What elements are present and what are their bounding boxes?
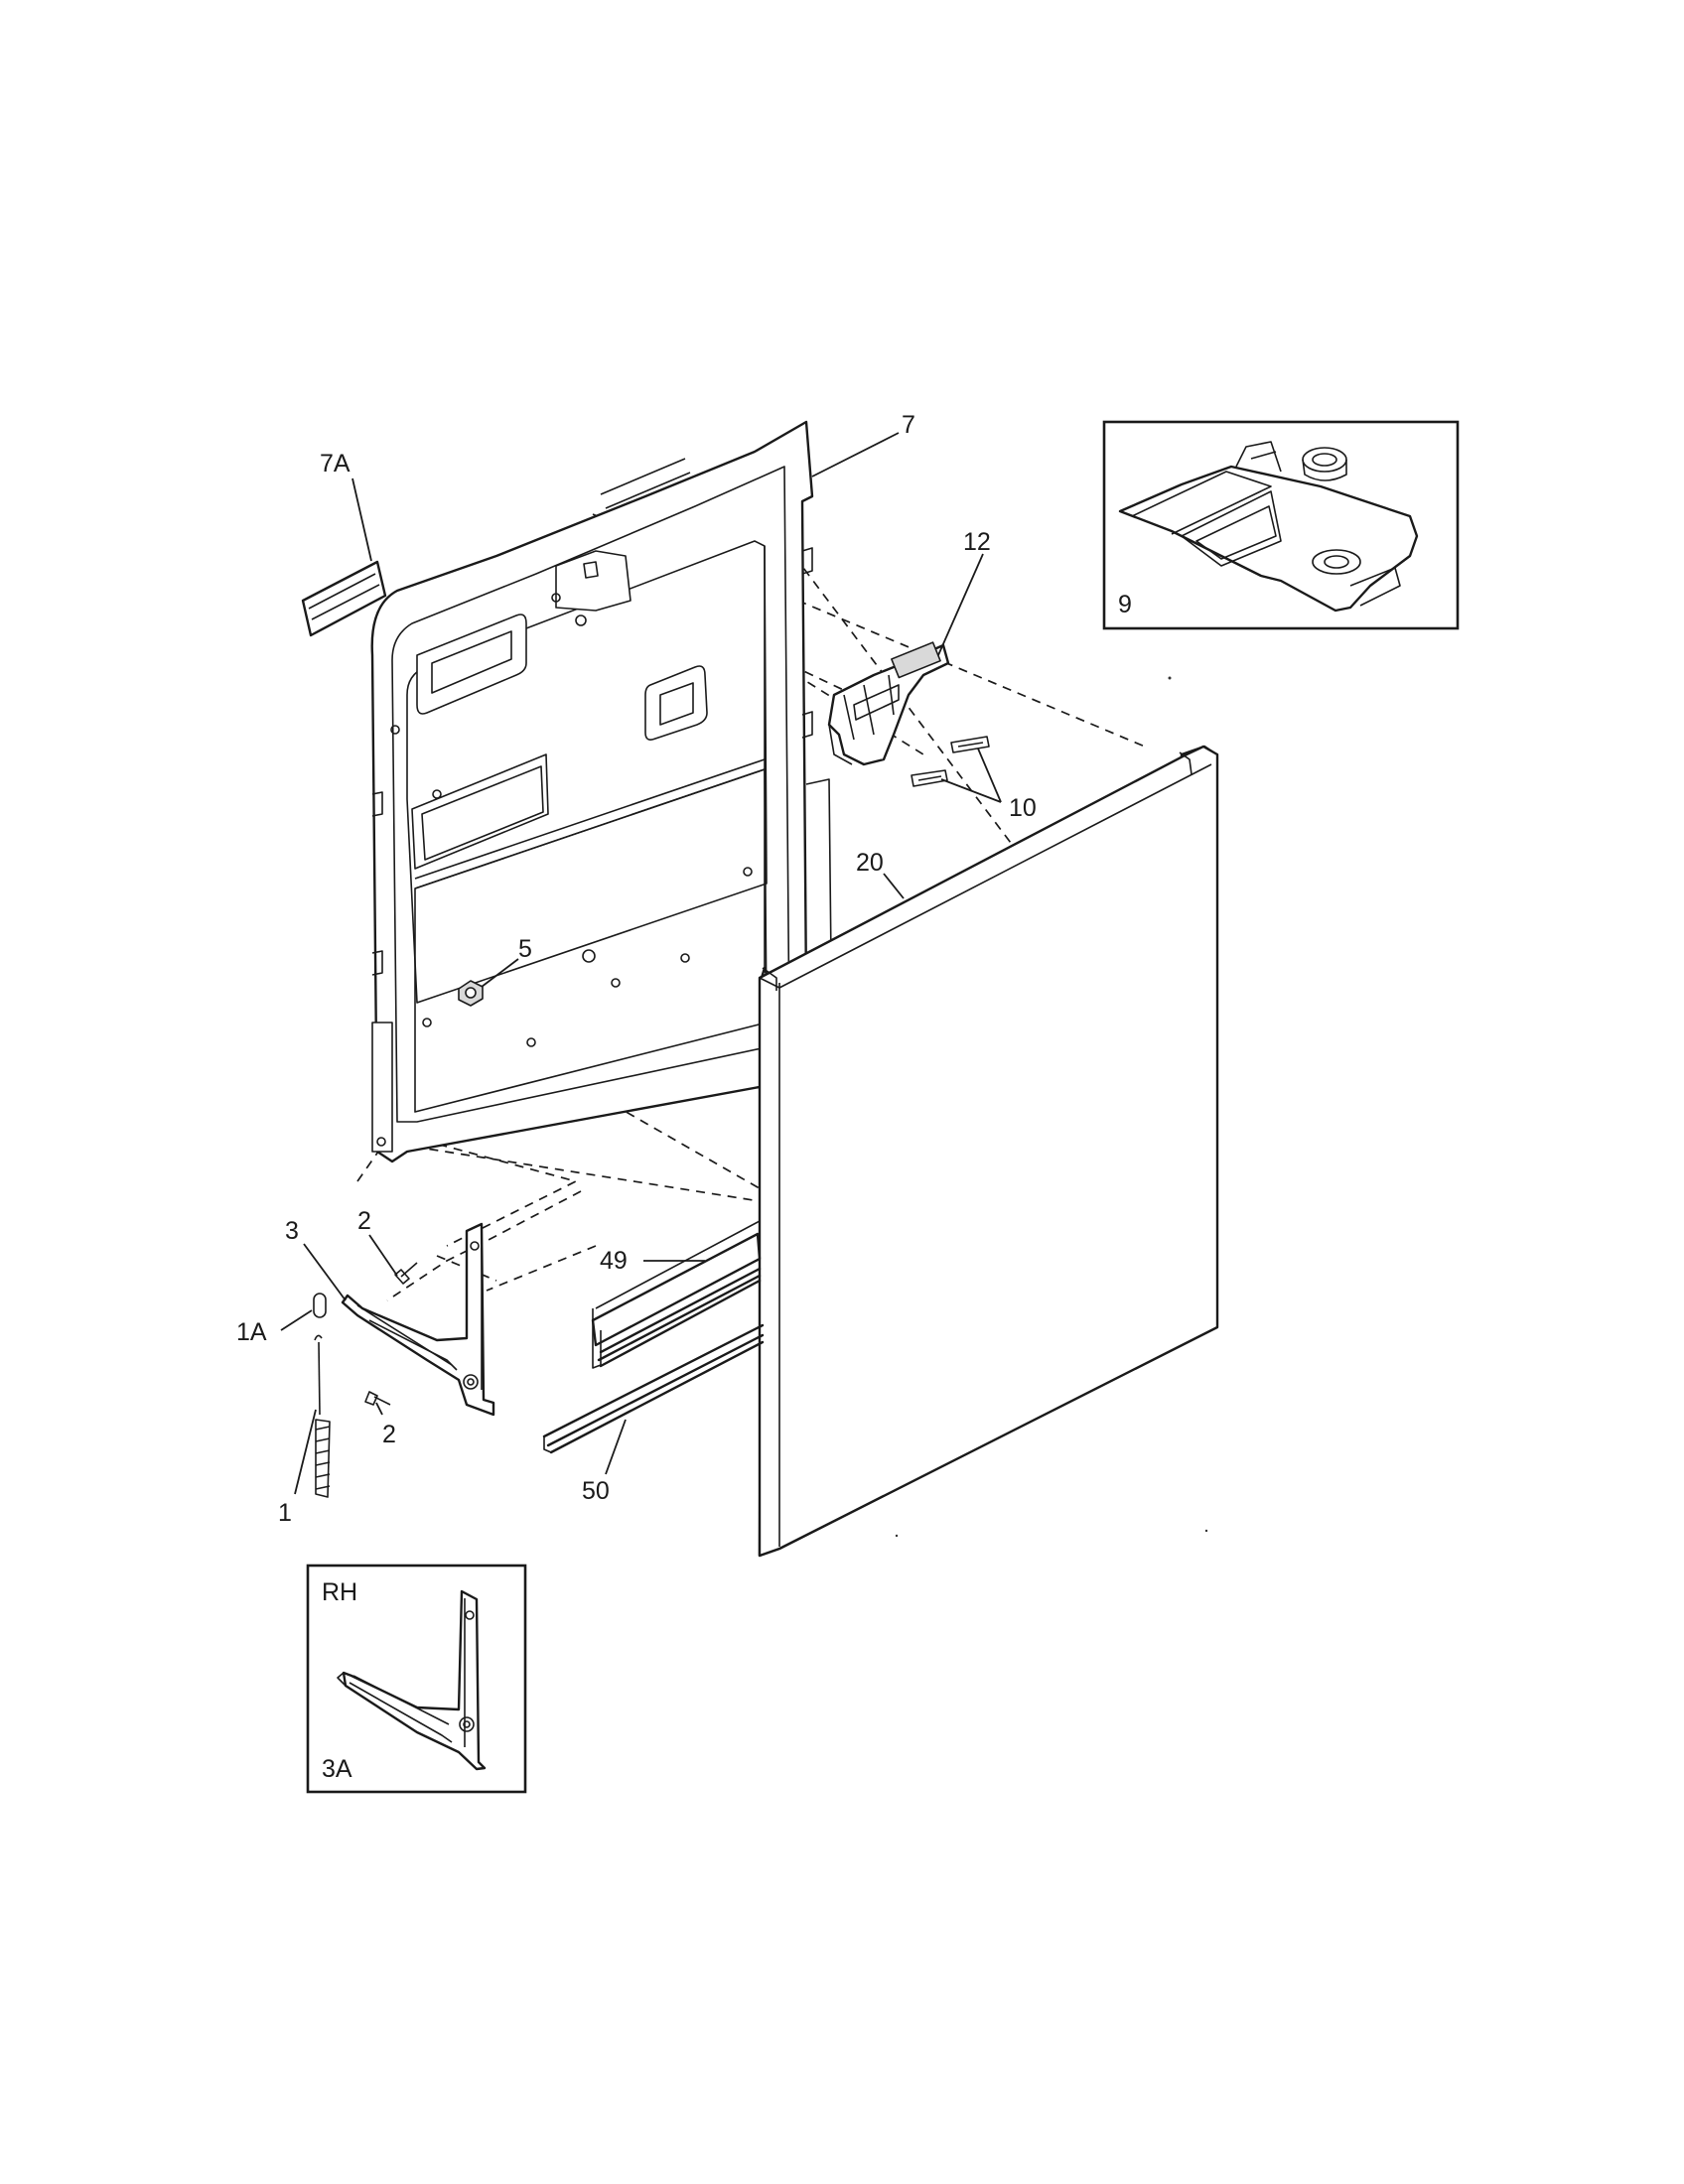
callout-12: 12 [963, 528, 991, 556]
bottom-trim-49 [591, 1220, 762, 1369]
inset-rh-hinge-box [306, 1564, 527, 1794]
label-plate [301, 560, 387, 637]
dispenser-assembly [1118, 441, 1419, 613]
hinge-screws [364, 1262, 418, 1406]
callout-3: 3 [285, 1217, 299, 1245]
callout-1: 1 [278, 1499, 292, 1527]
door-spring [314, 1334, 331, 1498]
callout-10: 10 [1009, 794, 1037, 822]
callout-1A: 1A [236, 1318, 267, 1346]
callout-2-lower: 2 [382, 1421, 396, 1448]
hinge-arm-rh [337, 1589, 487, 1771]
callout-49: 49 [600, 1247, 628, 1275]
scan-specks [895, 676, 1208, 1538]
callout-RH: RH [322, 1578, 357, 1606]
callout-labels: 7A 7 12 9 10 20 5 3 2 2 49 1A 1 50 RH 3A [236, 411, 1132, 1783]
callout-5: 5 [518, 935, 532, 963]
callout-7: 7 [902, 411, 915, 439]
callout-9: 9 [1118, 591, 1132, 618]
callout-20: 20 [856, 849, 884, 877]
spring-cap [313, 1293, 327, 1318]
inner-door-liner [370, 420, 834, 1163]
screws-10 [911, 736, 990, 787]
outer-door-panel [758, 745, 1219, 1558]
callout-2-upper: 2 [357, 1207, 371, 1235]
leader-lines [280, 432, 1002, 1495]
seal-strip-50 [542, 1323, 765, 1454]
callout-7A: 7A [320, 450, 351, 478]
door-latch [827, 641, 950, 766]
hinge-arm-lh [341, 1222, 495, 1417]
nut [458, 980, 484, 1007]
callout-50: 50 [582, 1477, 610, 1505]
callout-3A: 3A [322, 1755, 352, 1783]
inset-dispenser-box [1102, 420, 1460, 630]
